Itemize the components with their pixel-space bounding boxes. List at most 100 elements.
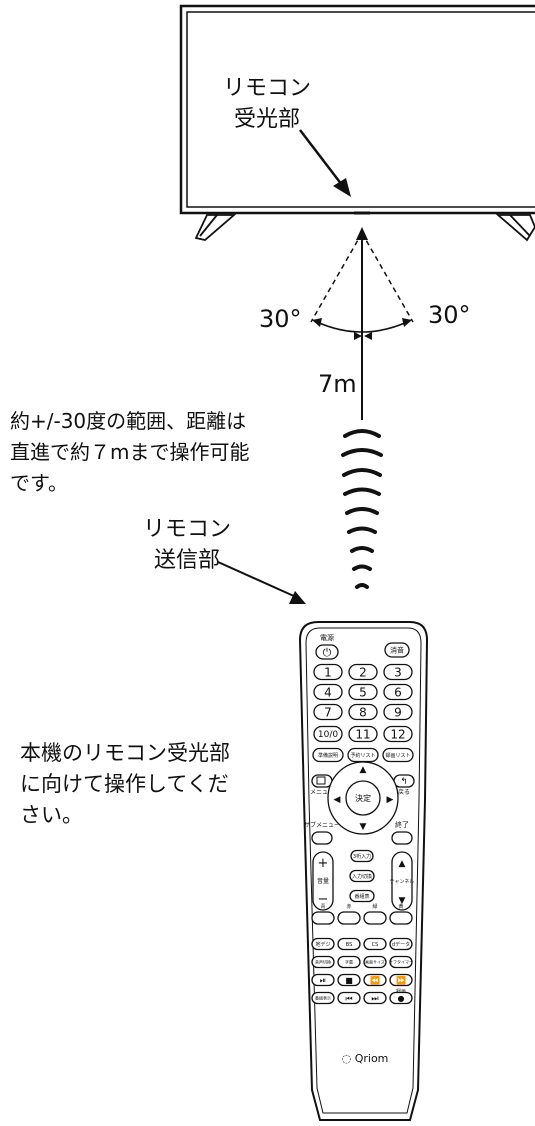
number-button-6[interactable]: 6 (383, 683, 413, 701)
func-button-1[interactable]: 予約リスト (347, 747, 379, 763)
number-button-4-shape[interactable] (313, 683, 343, 701)
ok-button[interactable] (345, 780, 381, 816)
number-button-7[interactable]: 7 (313, 703, 343, 721)
rec-list-button-shape[interactable] (311, 991, 335, 1005)
channel-rocker[interactable]: ▲チャンネル▼ (390, 851, 415, 911)
record-button[interactable]: ● (389, 991, 413, 1005)
exit-button-shape[interactable] (391, 831, 413, 845)
number-button-11[interactable]: 11 (348, 725, 378, 743)
playback-button-1-shape[interactable] (337, 973, 361, 987)
playback-button-0[interactable]: ⏯ (311, 973, 335, 987)
number-button-3-shape[interactable] (383, 663, 413, 681)
color-button-0[interactable] (311, 911, 335, 925)
sender-label: リモコン 送信部 (112, 514, 262, 576)
func-button-2-shape[interactable] (382, 747, 414, 763)
number-button-10-0-shape[interactable] (313, 725, 343, 743)
channel-up-icon[interactable]: ▲ (399, 859, 406, 869)
power-button[interactable]: ⏻ (315, 644, 339, 660)
number-button-2-shape[interactable] (348, 663, 378, 681)
right-arrow-icon[interactable]: ▶ (387, 795, 394, 805)
prev-button-shape[interactable] (337, 991, 361, 1005)
color-button-3[interactable] (389, 911, 413, 925)
color-button-2-shape[interactable] (363, 911, 387, 925)
number-button-12[interactable]: 12 (383, 725, 413, 743)
prev-button[interactable]: ⏮ (337, 991, 361, 1005)
tv-stand-left (194, 214, 237, 241)
color-button-1-shape[interactable] (337, 911, 361, 925)
number-button-8-shape[interactable] (348, 703, 378, 721)
angle-left-label: 30° (259, 305, 302, 333)
number-button-7-shape[interactable] (313, 703, 343, 721)
number-button-1-shape[interactable] (313, 663, 343, 681)
color-button-3-shape[interactable] (389, 911, 413, 925)
record-button-shape[interactable] (389, 991, 413, 1005)
playback-button-2[interactable]: ⏪ (363, 973, 387, 987)
next-button[interactable]: ⏭ (363, 991, 387, 1005)
broadcast-button-2-shape[interactable] (363, 937, 387, 951)
misc-button-1-shape[interactable] (337, 955, 361, 969)
brand-logo: ◌ Qriom (342, 1052, 389, 1065)
submenu-button-shape[interactable] (311, 831, 333, 845)
misc-button-2[interactable]: 画面サイズ (363, 955, 387, 969)
number-button-9[interactable]: 9 (383, 703, 413, 721)
number-button-2[interactable]: 2 (348, 663, 378, 681)
submenu-button[interactable] (311, 831, 333, 845)
direction-pad[interactable]: 決定▲▼◀▶ (327, 761, 399, 835)
misc-button-2-shape[interactable] (363, 955, 387, 969)
number-button-3[interactable]: 3 (383, 663, 413, 681)
playback-button-2-shape[interactable] (363, 973, 387, 987)
exit-button[interactable] (391, 831, 413, 845)
power-button-shape[interactable] (315, 644, 339, 660)
playback-button-0-shape[interactable] (311, 973, 335, 987)
func-button-0-shape[interactable] (312, 747, 344, 763)
broadcast-button-3[interactable]: dデータ (389, 937, 413, 951)
color-button-2[interactable] (363, 911, 387, 925)
volume-rocker[interactable]: +音量− (312, 851, 334, 911)
number-button-11-shape[interactable] (348, 725, 378, 743)
number-button-12-shape[interactable] (383, 725, 413, 743)
channel-down-icon[interactable]: ▼ (399, 896, 406, 906)
misc-button-1[interactable]: 字幕 (337, 955, 361, 969)
mute-button[interactable]: 消音 (384, 642, 410, 658)
number-button-4[interactable]: 4 (313, 683, 343, 701)
next-button-shape[interactable] (363, 991, 387, 1005)
program-guide-button[interactable]: 番組表 (349, 889, 375, 903)
func-button-2[interactable]: 録画リスト (382, 747, 414, 763)
playback-button-1[interactable]: ■ (337, 973, 361, 987)
misc-button-3[interactable]: オフタイマー (389, 955, 413, 969)
input-switch-button-shape[interactable] (349, 869, 375, 883)
program-guide-button-shape[interactable] (349, 889, 375, 903)
volume-down-icon[interactable]: − (318, 892, 329, 907)
number-button-6-shape[interactable] (383, 683, 413, 701)
playback-button-3-shape[interactable] (389, 973, 413, 987)
rec-list-button[interactable]: 番組表示 (311, 991, 335, 1005)
number-button-8[interactable]: 8 (348, 703, 378, 721)
input-switch-button[interactable]: 入力切換 (349, 869, 375, 883)
number-button-5[interactable]: 5 (348, 683, 378, 701)
misc-button-3-shape[interactable] (389, 955, 413, 969)
up-arrow-icon[interactable]: ▲ (360, 765, 367, 775)
broadcast-button-2[interactable]: CS (363, 937, 387, 951)
mute-button-shape[interactable] (384, 642, 410, 658)
down-arrow-icon[interactable]: ▼ (360, 822, 367, 832)
broadcast-button-0-shape[interactable] (311, 937, 335, 951)
number-button-10-0[interactable]: 10/0 (313, 725, 343, 743)
broadcast-button-1[interactable]: BS (337, 937, 361, 951)
broadcast-button-0[interactable]: 地デジ (311, 937, 335, 951)
number-button-5-shape[interactable] (348, 683, 378, 701)
number-button-1[interactable]: 1 (313, 663, 343, 681)
playback-button-3[interactable]: ⏩ (389, 973, 413, 987)
distance-label: 7m (318, 370, 357, 398)
broadcast-button-1-shape[interactable] (337, 937, 361, 951)
volume-up-icon[interactable]: + (318, 856, 329, 871)
misc-button-0[interactable]: 音声切換 (311, 955, 335, 969)
left-arrow-icon[interactable]: ◀ (334, 795, 341, 805)
color-button-1[interactable] (337, 911, 361, 925)
digit-input-button-shape[interactable] (350, 849, 374, 863)
misc-button-0-shape[interactable] (311, 955, 335, 969)
number-button-9-shape[interactable] (383, 703, 413, 721)
color-button-0-shape[interactable] (311, 911, 335, 925)
broadcast-button-3-shape[interactable] (389, 937, 413, 951)
func-button-0[interactable]: 準備説明 (312, 747, 344, 763)
digit-input-button[interactable]: 3桁入力 (350, 849, 374, 863)
